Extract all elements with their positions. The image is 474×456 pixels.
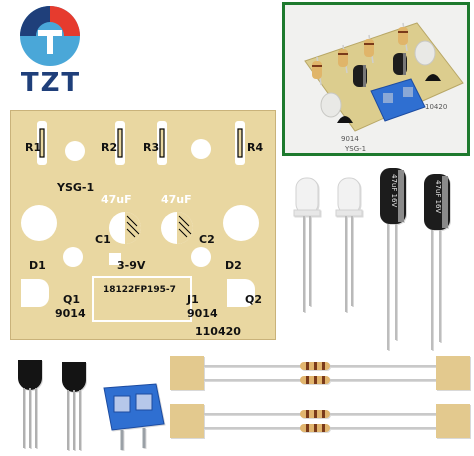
label-connector-code: 18122FP195-7	[103, 285, 176, 295]
label-q2: Q2	[245, 293, 263, 306]
label-9014-left: 9014	[55, 307, 86, 320]
transistor-2	[58, 352, 90, 456]
capacitor-2-label: 47uF 16V	[434, 180, 442, 214]
inset-label-9014: 9014	[341, 135, 359, 143]
terminal-block	[98, 378, 168, 456]
label-q1: Q1	[63, 293, 81, 306]
label-cap-1: 47uF	[101, 193, 132, 206]
label-d1: D1	[29, 259, 46, 272]
label-r4: R4	[247, 141, 264, 154]
label-d2: D2	[225, 259, 242, 272]
resistor-strip-1	[170, 356, 470, 400]
resistor-strip-2	[170, 404, 470, 448]
assembled-board-photo: 9014 10420 YSG-1	[282, 2, 470, 156]
capacitor-1: 47uF 16V	[374, 164, 412, 358]
tzt-logo	[2, 2, 98, 98]
tzt-logo-icon	[20, 6, 80, 66]
label-r2: R2	[101, 141, 118, 154]
capacitor-1-label: 47uF 16V	[390, 174, 398, 208]
label-j1: J1	[187, 293, 199, 306]
label-c1: C1	[95, 233, 111, 246]
capacitor-2: 47uF 16V	[418, 170, 456, 364]
label-r1: R1	[25, 141, 42, 154]
label-9014-right: 9014	[187, 307, 218, 320]
label-c2: C2	[199, 233, 215, 246]
label-r3: R3	[143, 141, 160, 154]
led-1	[292, 166, 322, 320]
led-2	[334, 166, 364, 320]
pcb-board: R1 R2 R3 R4 YSG-1 47uF 47uF C1 C2 D1 D2 …	[10, 110, 276, 340]
pcb-artwork	[21, 121, 259, 322]
label-date: 110420	[195, 325, 241, 338]
transistor-1	[14, 350, 46, 454]
label-power: 3-9V	[117, 259, 146, 272]
inset-label-10420: 10420	[425, 103, 447, 111]
label-model: YSG-1	[57, 181, 95, 194]
brand-name: TZT	[20, 68, 82, 98]
label-cap-2: 47uF	[161, 193, 192, 206]
inset-label-ysg: YSG-1	[344, 145, 366, 153]
